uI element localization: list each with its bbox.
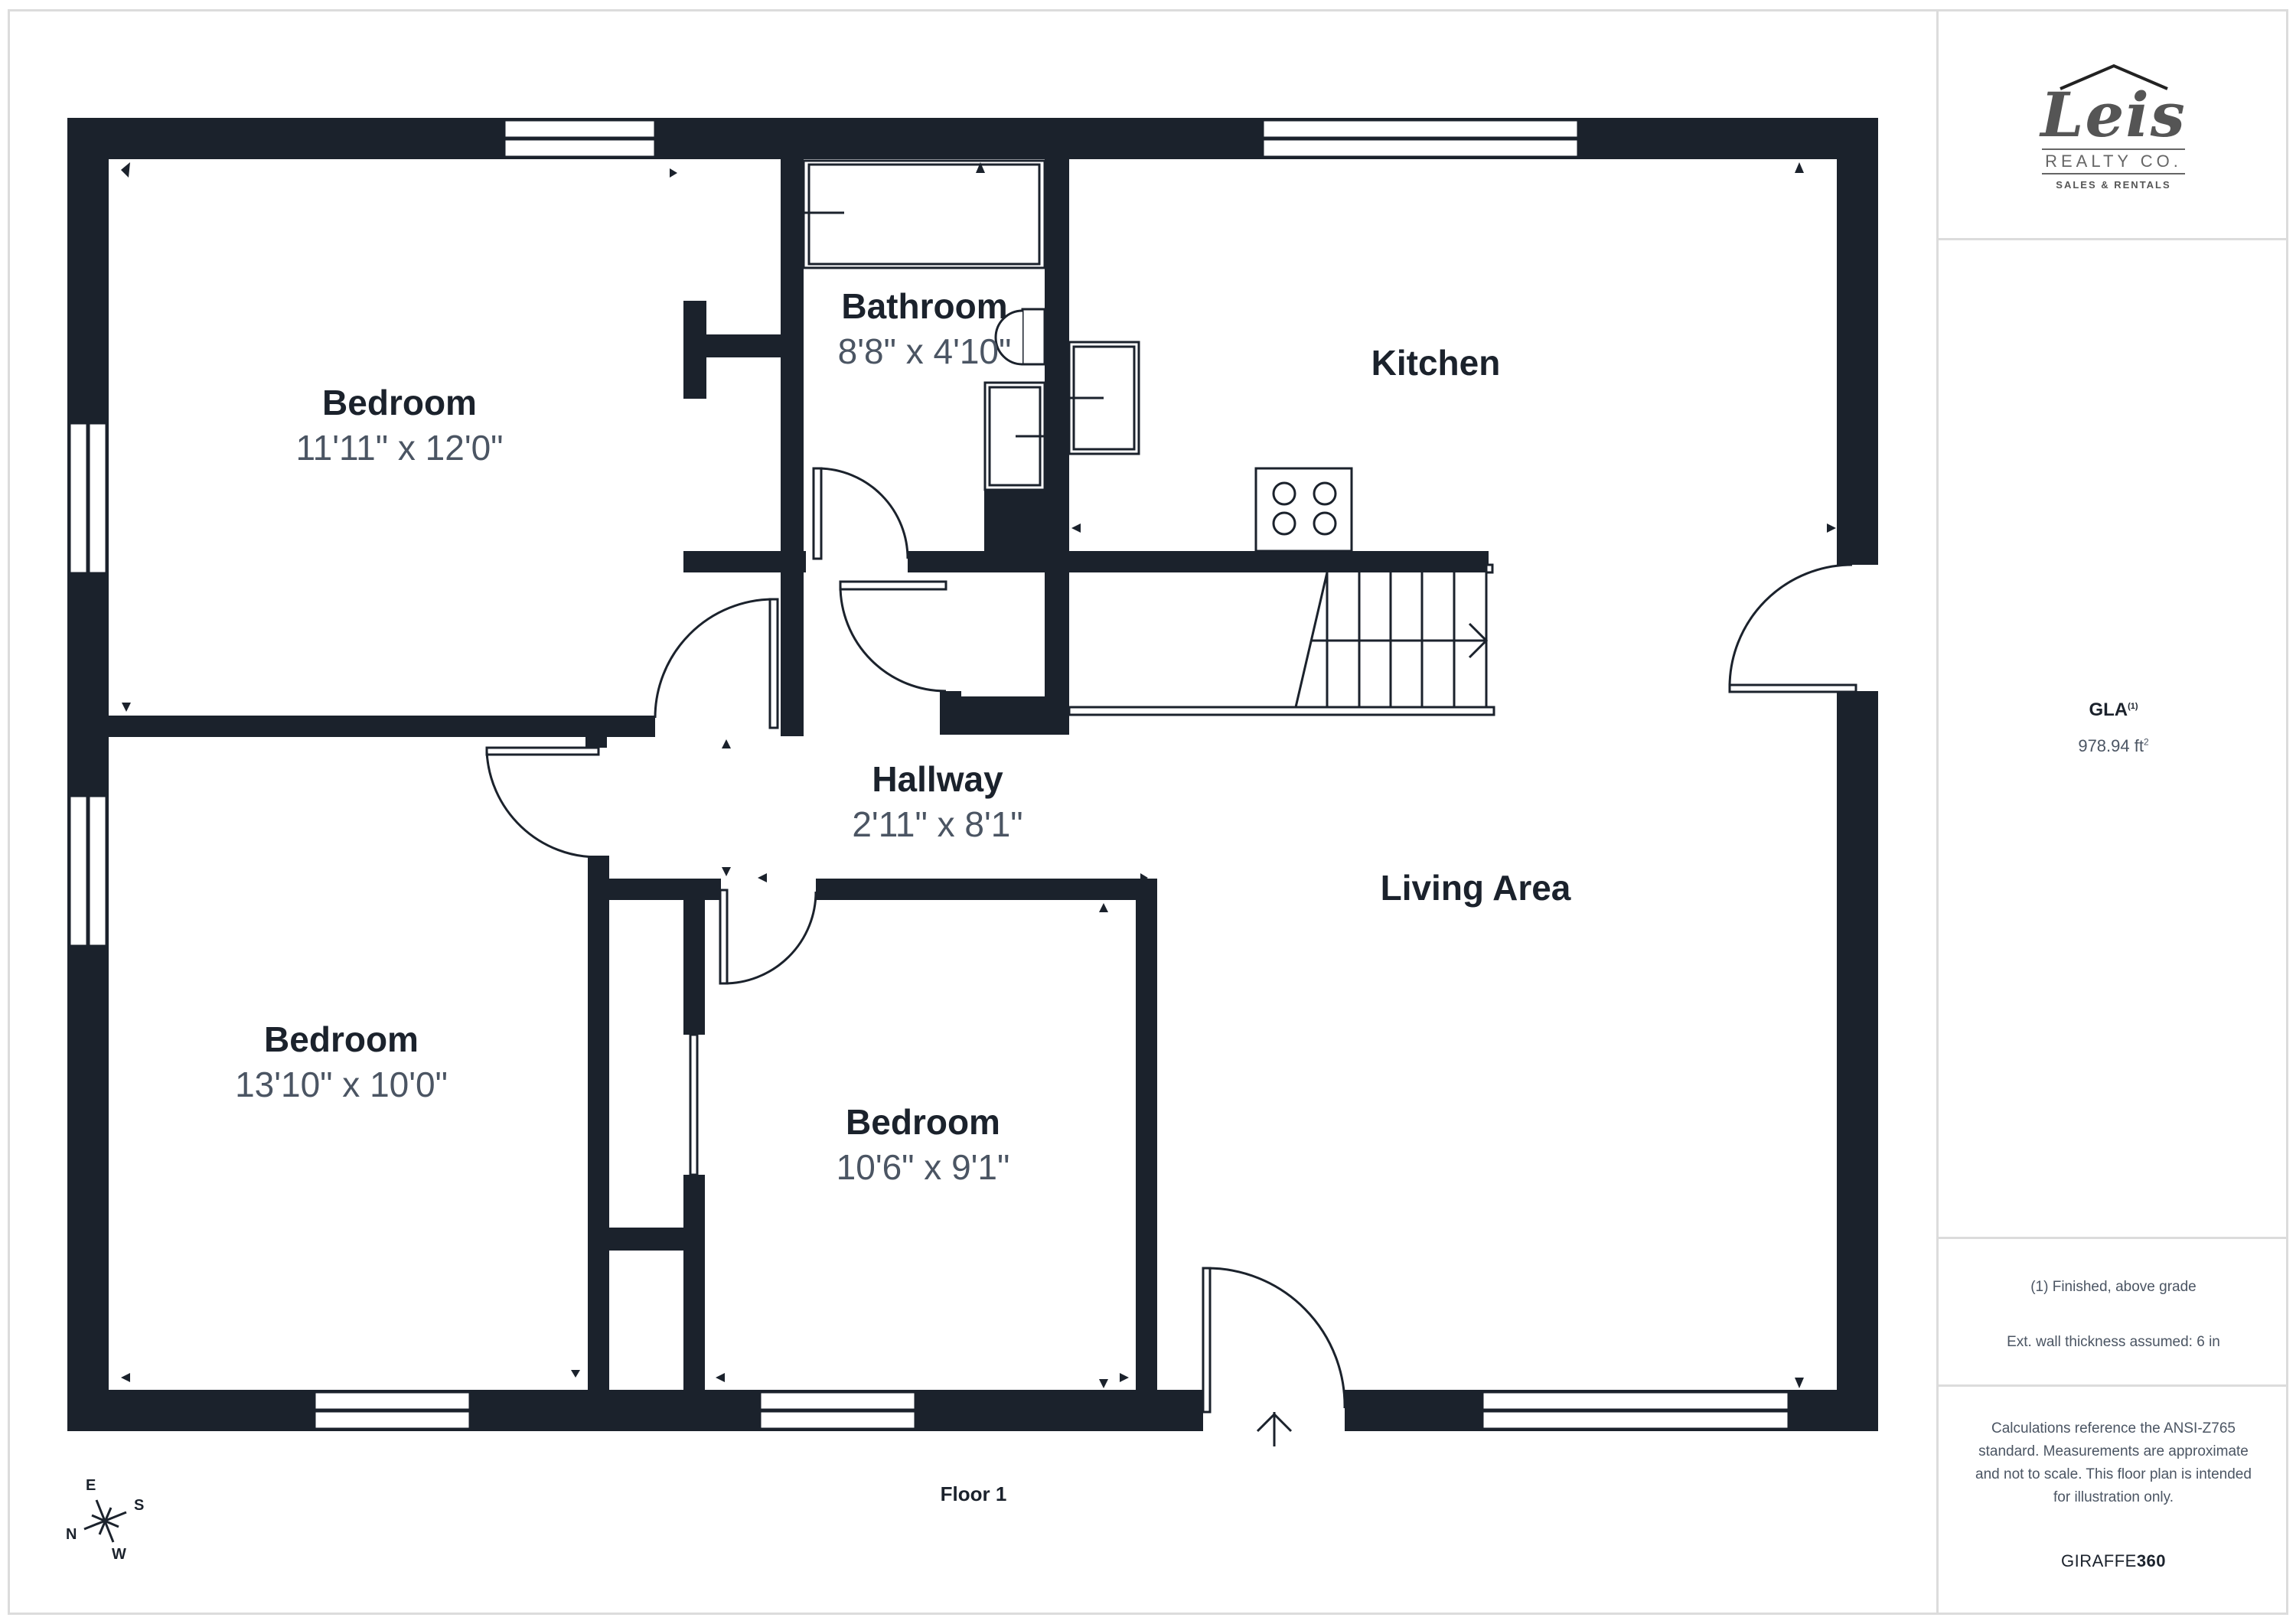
gla-footnote-mark: (1) — [2128, 702, 2138, 711]
logo-section: Leis REALTY CO. SALES & RENTALS — [1939, 9, 2288, 240]
compass-north-label: N — [66, 1526, 77, 1543]
toilet-icon — [994, 309, 1023, 366]
room-dimensions: 2'11" x 8'1" — [852, 804, 1023, 844]
gla-unit-exponent: 2 — [2143, 736, 2149, 748]
logo-script-text: Leis — [2040, 79, 2187, 151]
room-dimensions: 10'6" x 9'1" — [836, 1147, 1010, 1187]
gla-label: GLA — [2089, 699, 2128, 720]
room-bedroom-1: Bedroom 11'11" x 12'0" — [295, 381, 503, 471]
room-name: Bathroom — [841, 286, 1008, 326]
room-name: Kitchen — [1371, 343, 1501, 383]
room-bedroom-3: Bedroom 10'6" x 9'1" — [837, 1101, 1010, 1191]
gla-value: 978.94 ft2 — [1939, 736, 2288, 756]
stove-icon — [1254, 467, 1353, 553]
windows — [68, 119, 1790, 1430]
doors — [485, 467, 1857, 1414]
giraffe360-brand: GIRAFFE360 — [1939, 1551, 2288, 1571]
info-sidebar: Leis REALTY CO. SALES & RENTALS GLA(1) 9… — [1936, 9, 2288, 1615]
room-name: Hallway — [872, 759, 1003, 799]
stairs-icon — [1068, 563, 1495, 716]
room-dimensions: 13'10" x 10'0" — [235, 1065, 448, 1104]
fixtures — [802, 159, 1495, 716]
logo-tagline: SALES & RENTALS — [2056, 179, 2171, 191]
room-bedroom-2: Bedroom 13'10" x 10'0" — [235, 1018, 448, 1108]
disclaimer-section: Calculations reference the ANSI-Z765 sta… — [1939, 1387, 2288, 1615]
room-name: Bedroom — [322, 383, 477, 422]
brand-bold: 360 — [2136, 1551, 2167, 1570]
room-dimensions: 8'8" x 4'10" — [837, 331, 1012, 371]
note-wall-thickness: Ext. wall thickness assumed: 6 in — [2007, 1334, 2220, 1350]
floor-label: Floor 1 — [940, 1482, 1007, 1505]
gla-area: 978.94 ft — [2078, 736, 2144, 755]
disclaimer-text: Calculations reference the ANSI-Z765 sta… — [1975, 1420, 2252, 1505]
company-logo: Leis REALTY CO. SALES & RENTALS — [1939, 63, 2288, 191]
gla-section: GLA(1) 978.94 ft2 — [1939, 240, 2288, 1239]
compass-west-label: W — [112, 1546, 126, 1563]
roof-icon — [2059, 64, 2168, 90]
room-name: Bedroom — [264, 1019, 419, 1059]
compass-south-label: S — [134, 1497, 145, 1514]
dimension-markers — [121, 162, 1836, 1388]
gla-title: GLA(1) — [1939, 699, 2288, 721]
room-living-area: Living Area — [1381, 866, 1571, 909]
compass-icon — [83, 1499, 127, 1543]
room-name: Living Area — [1380, 868, 1571, 908]
floor-plan — [67, 118, 1878, 1543]
footnote-finished: (1) Finished, above grade — [2030, 1279, 2197, 1295]
compass-east-label: E — [86, 1477, 96, 1494]
room-dimensions: 11'11" x 12'0" — [295, 428, 504, 468]
room-bathroom: Bathroom 8'8" x 4'10" — [838, 285, 1012, 375]
entry-arrow-icon — [1256, 1412, 1293, 1446]
room-kitchen: Kitchen — [1371, 341, 1501, 384]
brand-light: GIRAFFE — [2060, 1551, 2137, 1570]
page-frame — [8, 9, 2288, 1615]
notes-section: (1) Finished, above grade Ext. wall thic… — [1939, 1239, 2288, 1387]
logo-realty-text: REALTY CO. — [2042, 148, 2185, 174]
room-name: Bedroom — [846, 1102, 1000, 1142]
room-hallway: Hallway 2'11" x 8'1" — [852, 758, 1022, 848]
